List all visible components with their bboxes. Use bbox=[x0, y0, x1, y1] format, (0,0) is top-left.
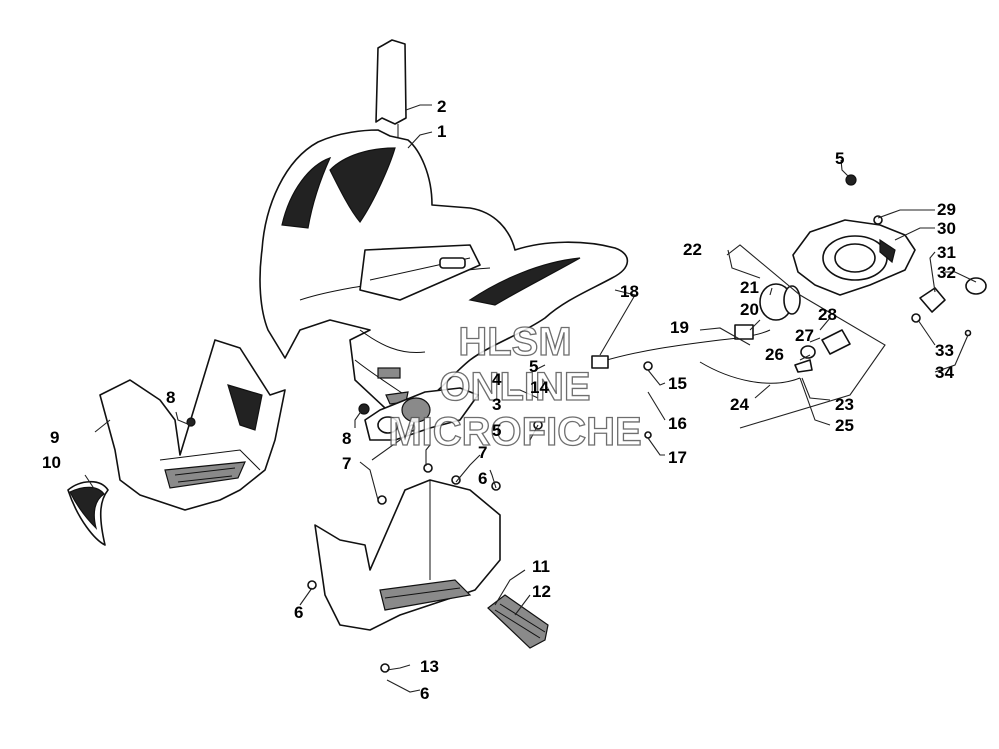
callout-7a: 7 bbox=[342, 454, 351, 473]
callout-5c: 5 bbox=[492, 421, 501, 440]
callout-33: 33 bbox=[935, 341, 954, 360]
callout-17: 17 bbox=[668, 448, 687, 467]
callout-24: 24 bbox=[730, 395, 749, 414]
watermark-line-2: ONLINE bbox=[439, 365, 590, 409]
callout-6a: 6 bbox=[478, 469, 487, 488]
taillight-assembly-part bbox=[734, 283, 851, 373]
callout-6b: 6 bbox=[294, 603, 303, 622]
wiring-harness-part bbox=[591, 329, 801, 384]
watermark: HLSM ONLINE MICROFICHE bbox=[388, 319, 643, 454]
callout-8a: 8 bbox=[166, 388, 175, 407]
callout-5b: 5 bbox=[529, 357, 538, 376]
rear-fender-part bbox=[259, 129, 629, 413]
callout-32: 32 bbox=[937, 263, 956, 282]
callout-18: 18 bbox=[620, 282, 639, 301]
callout-6c: 6 bbox=[420, 684, 429, 703]
callout-31: 31 bbox=[937, 243, 956, 262]
headlight-housing-part bbox=[364, 387, 479, 441]
callout-27: 27 bbox=[795, 326, 814, 345]
callout-21: 21 bbox=[740, 278, 759, 297]
callout-labels: 2 1 5 29 30 22 31 32 21 18 20 28 19 27 3… bbox=[42, 97, 956, 703]
callout-26: 26 bbox=[765, 345, 784, 364]
callout-2: 2 bbox=[437, 97, 446, 116]
callout-1: 1 bbox=[437, 122, 446, 141]
callout-29: 29 bbox=[937, 200, 956, 219]
callout-7b: 7 bbox=[478, 443, 487, 462]
callout-5: 5 bbox=[835, 149, 844, 168]
callout-14: 14 bbox=[530, 378, 549, 397]
taillight-cover-part bbox=[792, 219, 987, 313]
callout-3: 3 bbox=[492, 395, 501, 414]
callout-13: 13 bbox=[420, 657, 439, 676]
callout-8b: 8 bbox=[342, 429, 351, 448]
callout-20: 20 bbox=[740, 300, 759, 319]
footrest-plate-part bbox=[487, 594, 549, 649]
callout-28: 28 bbox=[818, 305, 837, 324]
callout-34: 34 bbox=[935, 363, 954, 382]
callout-22: 22 bbox=[683, 240, 702, 259]
callout-4: 4 bbox=[492, 370, 502, 389]
callout-15: 15 bbox=[668, 374, 687, 393]
watermark-line-1: HLSM bbox=[458, 320, 571, 364]
leader-lines bbox=[84, 104, 977, 693]
watermark-line-3: MICROFICHE bbox=[388, 410, 641, 454]
callout-23: 23 bbox=[835, 395, 854, 414]
callout-16: 16 bbox=[668, 414, 687, 433]
callout-10: 10 bbox=[42, 453, 61, 472]
callout-12: 12 bbox=[532, 582, 551, 601]
callout-30: 30 bbox=[937, 219, 956, 238]
callout-25: 25 bbox=[835, 416, 854, 435]
callout-19: 19 bbox=[670, 318, 689, 337]
callout-9: 9 bbox=[50, 428, 59, 447]
right-footwell-part bbox=[314, 479, 501, 631]
callout-11: 11 bbox=[532, 557, 550, 576]
mud-flap-part bbox=[67, 480, 109, 546]
